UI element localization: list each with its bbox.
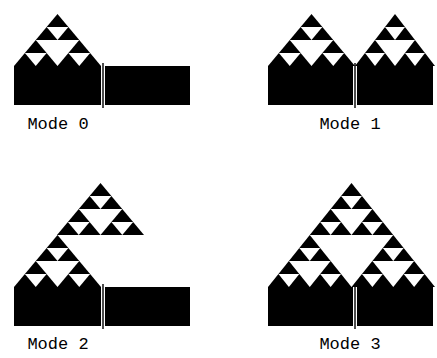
triangle <box>268 274 289 287</box>
triangle <box>322 40 344 53</box>
mode-label: Mode 1 <box>319 115 380 135</box>
triangle <box>372 222 393 235</box>
divider <box>354 63 355 108</box>
mode-label: Mode 0 <box>27 115 88 135</box>
divider <box>354 284 355 329</box>
triangle <box>331 196 352 209</box>
triangle <box>415 53 435 66</box>
divider <box>102 63 103 108</box>
triangle <box>320 209 341 222</box>
triangle <box>25 261 47 274</box>
triangle <box>365 40 385 53</box>
triangle <box>385 14 405 27</box>
triangle <box>393 274 414 287</box>
triangle <box>47 235 69 248</box>
triangle <box>372 248 393 261</box>
triangle <box>299 235 320 248</box>
triangle <box>122 222 144 235</box>
triangle <box>289 248 310 261</box>
block <box>357 66 433 105</box>
triangle <box>268 53 290 66</box>
triangle <box>352 196 373 209</box>
triangle <box>372 274 393 287</box>
block <box>105 287 190 326</box>
triangle <box>58 27 80 40</box>
triangle <box>68 209 90 222</box>
triangle <box>101 196 123 209</box>
triangle <box>312 53 334 66</box>
triangle <box>36 248 58 261</box>
triangle <box>25 40 47 53</box>
triangle <box>320 261 341 274</box>
mode-label: Mode 2 <box>27 335 88 355</box>
triangle <box>58 274 80 287</box>
triangle <box>310 222 331 235</box>
triangle <box>79 53 101 66</box>
block <box>357 287 433 326</box>
triangle <box>331 274 352 287</box>
triangle <box>90 183 112 196</box>
triangle <box>405 40 425 53</box>
triangle <box>58 53 80 66</box>
triangle <box>341 183 362 196</box>
triangle <box>383 235 404 248</box>
triangle <box>278 261 299 274</box>
triangle <box>68 261 90 274</box>
triangle <box>355 53 375 66</box>
triangle <box>301 14 323 27</box>
triangle <box>68 40 90 53</box>
block <box>105 66 190 105</box>
block <box>268 66 353 105</box>
triangle <box>79 196 101 209</box>
triangle <box>375 53 395 66</box>
triangle <box>47 14 69 27</box>
triangle <box>393 248 414 261</box>
triangle <box>279 40 301 53</box>
triangle <box>79 274 101 287</box>
triangle <box>352 222 373 235</box>
triangle <box>333 53 355 66</box>
triangle <box>14 53 36 66</box>
triangle <box>36 274 58 287</box>
triangle <box>312 27 334 40</box>
triangle <box>36 27 58 40</box>
triangle <box>36 53 58 66</box>
triangle <box>362 209 383 222</box>
mode-label: Mode 3 <box>319 335 380 355</box>
triangle <box>404 261 425 274</box>
triangle <box>289 274 310 287</box>
triangle <box>101 222 123 235</box>
block <box>268 287 353 326</box>
triangle <box>290 27 312 40</box>
triangle <box>395 27 415 40</box>
block <box>14 66 101 105</box>
triangle <box>375 27 395 40</box>
block <box>14 287 101 326</box>
triangle <box>414 274 435 287</box>
triangle <box>111 209 133 222</box>
triangle <box>310 274 331 287</box>
triangle <box>14 274 36 287</box>
triangle <box>395 53 415 66</box>
triangle <box>79 222 101 235</box>
triangle <box>362 261 383 274</box>
triangle <box>310 248 331 261</box>
triangle <box>57 222 79 235</box>
triangle <box>331 222 352 235</box>
divider <box>102 284 103 329</box>
triangle <box>290 53 312 66</box>
triangle <box>58 248 80 261</box>
